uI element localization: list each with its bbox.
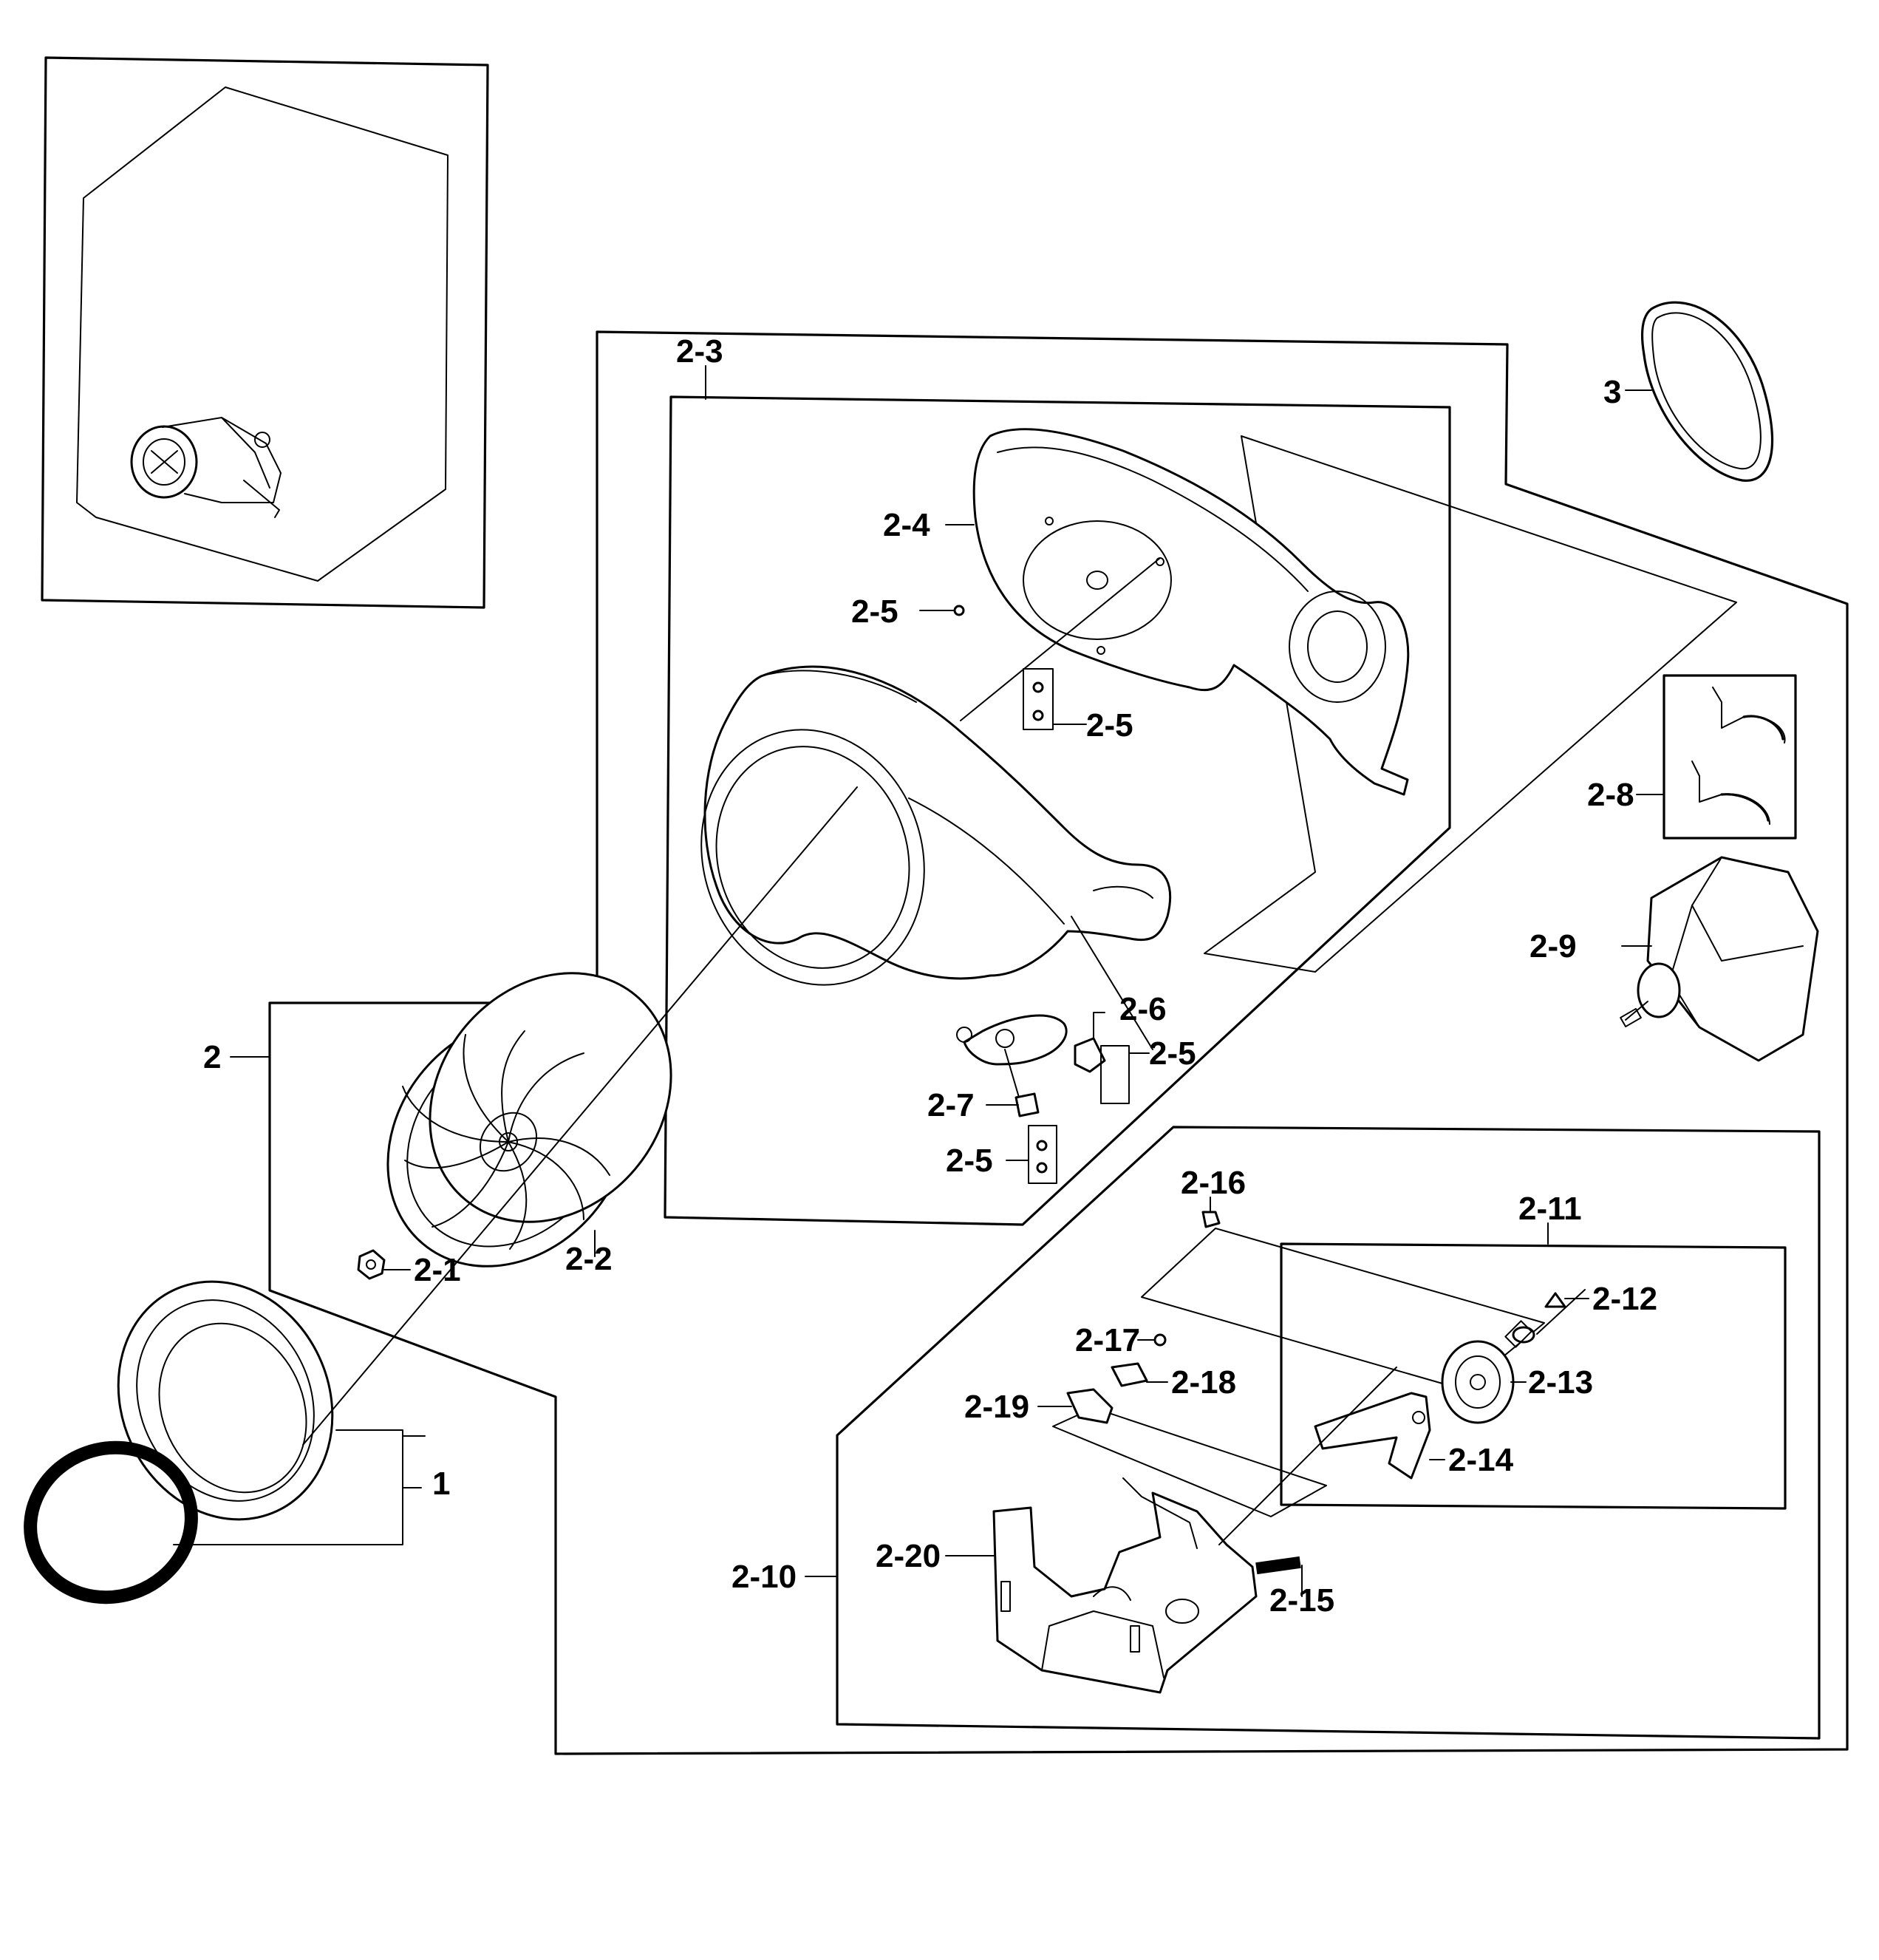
callout-2-8: 2-8	[1587, 777, 1634, 813]
idler-arm	[1314, 1392, 1431, 1480]
callout-2-11: 2-11	[1518, 1191, 1582, 1227]
callout-1: 1	[432, 1466, 450, 1502]
callout-2-5a: 2-5	[851, 593, 898, 630]
callout-2-18: 2-18	[1171, 1364, 1236, 1401]
callout-2-5b: 2-5	[1086, 707, 1133, 743]
callout-2-17: 2-17	[1075, 1322, 1140, 1358]
callout-2-5d: 2-5	[946, 1143, 993, 1179]
callout-2-9: 2-9	[1530, 928, 1577, 964]
callout-2: 2	[203, 1039, 221, 1075]
assembly-2-10-outline	[836, 1126, 1821, 1740]
idler-mount-plane	[1141, 1228, 1545, 1390]
assembly-2-outline	[268, 330, 1849, 1755]
callout-2-20: 2-20	[876, 1538, 941, 1574]
motor-mount-plane	[1204, 435, 1737, 973]
assembly-2-11-outline	[1280, 1242, 1787, 1510]
motor-clamp-set	[1663, 674, 1797, 840]
callout-2-10: 2-10	[732, 1559, 797, 1595]
front-duct-plate	[117, 1280, 334, 1521]
callout-2-6: 2-6	[1119, 991, 1167, 1027]
screw-2-16	[1201, 1211, 1221, 1228]
bracket-mount-plane	[1052, 1407, 1327, 1517]
callout-labels: 1 2 2-1 2-2 2-3 2-4 2-5 2-5 2-5 2-5 2-6 …	[203, 333, 1657, 1619]
callout-2-15: 2-15	[1269, 1582, 1334, 1619]
callout-2-13: 2-13	[1528, 1364, 1593, 1401]
motor-mount-bracket	[992, 1477, 1258, 1694]
callout-2-19: 2-19	[964, 1389, 1029, 1425]
switch-parts	[1066, 1333, 1167, 1424]
callout-2-14: 2-14	[1448, 1442, 1514, 1478]
callout-2-12: 2-12	[1592, 1281, 1657, 1317]
blower-housing-back	[972, 428, 1410, 796]
callout-2-4: 2-4	[883, 507, 930, 543]
drive-motor	[1620, 856, 1819, 1062]
drive-belt	[1640, 301, 1774, 482]
callout-2-2: 2-2	[565, 1241, 613, 1277]
leader-lines	[173, 365, 1665, 1597]
inset-blower-thumbnail	[130, 417, 282, 518]
blower-nut	[357, 1249, 386, 1280]
callout-2-5c: 2-5	[1149, 1035, 1196, 1072]
idler-spring	[1255, 1556, 1301, 1575]
felt-seal-ring	[24, 1440, 198, 1605]
blower-wheel	[386, 972, 672, 1267]
thermostat-bracket	[956, 1014, 1106, 1117]
idler-pulley	[1441, 1320, 1535, 1424]
callout-2-7: 2-7	[927, 1087, 975, 1123]
callout-2-3: 2-3	[676, 333, 723, 370]
blower-housing-front	[700, 665, 1172, 986]
callout-2-16: 2-16	[1181, 1165, 1246, 1201]
idler-clip	[1544, 1292, 1566, 1308]
callout-3: 3	[1603, 374, 1621, 410]
location-inset	[41, 56, 489, 609]
callout-2-1: 2-1	[414, 1252, 461, 1288]
